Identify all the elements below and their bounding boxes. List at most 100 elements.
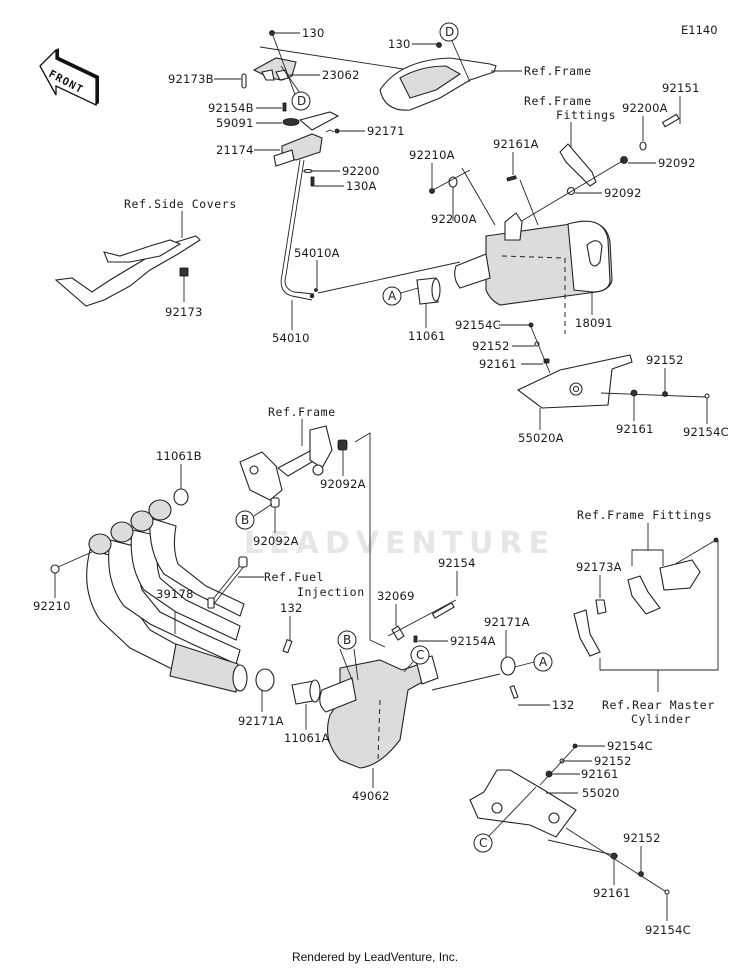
oxygen-sensor [207, 556, 248, 609]
label-92161-upper-right: 92161 [616, 422, 654, 436]
part-92092A-grommet-lower[interactable] [270, 497, 280, 508]
diagram-code: E1140 [681, 23, 718, 37]
label-92154C-lower-b: 92154C [645, 923, 691, 937]
label-92092-a: 92092 [658, 156, 696, 170]
label-92092A-upper: 92092A [320, 477, 366, 491]
label-92154C-lower-a: 92154C [607, 739, 653, 753]
callout-C-1 [410, 645, 430, 665]
label-92161-upper-left: 92161 [479, 357, 517, 371]
bolt-130-top [269, 30, 275, 36]
callout-D-2 [439, 22, 459, 42]
ref-fuel-injection-1: Ref.Fuel [264, 570, 324, 584]
label-92152-lower-b: 92152 [623, 831, 661, 845]
front-arrow-icon: FRONT [39, 48, 99, 107]
part-92171A-clamp-right[interactable] [500, 656, 516, 676]
part-21174-seat-lock[interactable] [273, 111, 340, 167]
part-92200A-washer-right[interactable] [639, 141, 647, 151]
part-92154B-screw[interactable] [282, 102, 287, 112]
label-130-frame: 130 [388, 37, 411, 51]
ref-frame-fittings-2: Fittings [556, 108, 616, 122]
part-92200A-washer-left[interactable] [448, 176, 458, 188]
part-92173-clip[interactable] [179, 267, 189, 277]
label-92154A: 92154A [450, 634, 496, 648]
footer-credit: Rendered by LeadVenture, Inc. [291, 950, 459, 964]
part-92151-bolt[interactable] [661, 113, 680, 128]
part-92154A-screw[interactable] [413, 635, 418, 643]
part-92210-nut[interactable] [50, 564, 60, 574]
label-54010: 54010 [272, 331, 310, 345]
part-49062-pre-chamber[interactable] [319, 655, 439, 769]
callout-D-1 [291, 91, 311, 111]
label-92154C-upper-right: 92154C [683, 425, 729, 439]
ref-rear-master-2: Cylinder [631, 712, 691, 726]
label-49062: 49062 [352, 789, 390, 803]
svg-text:A: A [388, 289, 397, 303]
part-92161A-stud[interactable] [506, 175, 517, 182]
part-92200-washer[interactable] [303, 168, 313, 174]
part-130A-bolt[interactable] [310, 176, 315, 187]
side-covers-reference [54, 235, 201, 307]
frame-top-reference [379, 57, 497, 111]
frame-mid-reference [239, 425, 333, 501]
label-32069: 32069 [377, 589, 415, 603]
callout-B-1 [235, 510, 255, 530]
label-92173B: 92173B [168, 72, 214, 86]
part-39178-header-pipe[interactable] [86, 499, 248, 693]
label-92161-lower-a: 92161 [581, 767, 619, 781]
label-92092-b: 92092 [604, 186, 642, 200]
part-92173A-clip[interactable] [595, 599, 607, 615]
part-92171A-clamp-left[interactable] [255, 668, 275, 692]
ref-rear-master-1: Ref.Rear Master [602, 698, 715, 712]
frame-fitting-bracket [559, 143, 597, 187]
part-92154-bolt[interactable] [431, 602, 455, 619]
part-55020-heat-guard[interactable] [469, 769, 577, 838]
label-92154B: 92154B [208, 101, 254, 115]
svg-text:D: D [445, 25, 454, 39]
part-92173B-pin[interactable] [241, 73, 247, 89]
label-130: 130 [302, 26, 325, 40]
label-92161A: 92161A [493, 137, 539, 151]
label-23062: 23062 [322, 68, 360, 82]
label-92200A-left: 92200A [431, 212, 477, 226]
callout-C-2 [473, 833, 493, 853]
label-92200: 92200 [342, 164, 380, 178]
label-92154: 92154 [438, 556, 476, 570]
watermark: LEADVENTURE [244, 526, 555, 561]
part-92092A-grommet-upper[interactable] [337, 439, 348, 451]
label-59091: 59091 [216, 116, 254, 130]
label-18091: 18091 [575, 316, 613, 330]
label-92173: 92173 [165, 305, 203, 319]
label-92173A: 92173A [576, 560, 622, 574]
bolt-130-frame [436, 42, 442, 48]
label-92210A: 92210A [409, 148, 455, 162]
part-23062-bracket[interactable] [252, 57, 297, 81]
label-132-left: 132 [280, 601, 303, 615]
label-92171A-left: 92171A [238, 714, 284, 728]
label-92210: 92210 [33, 599, 71, 613]
svg-text:B: B [241, 513, 249, 527]
part-92171-clip[interactable] [334, 128, 340, 134]
part-59091-spring[interactable] [282, 118, 300, 126]
svg-text:A: A [539, 655, 548, 669]
label-130A: 130A [346, 179, 377, 193]
rear-master-cylinder-reference [573, 609, 601, 657]
part-18091-muffler[interactable] [454, 212, 613, 306]
callout-B-2 [337, 630, 357, 650]
label-55020A: 55020A [518, 431, 564, 445]
ref-frame-fittings-1: Ref.Frame [524, 94, 592, 108]
label-92200A-right: 92200A [622, 101, 668, 115]
callout-A-1 [382, 286, 402, 306]
part-55020A-heat-guard[interactable] [516, 354, 633, 409]
part-32069-bracket[interactable] [391, 625, 405, 641]
label-55020: 55020 [582, 786, 620, 800]
label-92171: 92171 [367, 124, 405, 138]
svg-text:C: C [416, 648, 424, 662]
label-39178: 39178 [156, 587, 194, 601]
part-54010-cable[interactable] [280, 159, 313, 301]
label-11061B: 11061B [156, 449, 202, 463]
ref-frame-fittings-right: Ref.Frame Fittings [577, 508, 712, 522]
label-92152-upper-left: 92152 [472, 339, 510, 353]
svg-text:C: C [479, 836, 487, 850]
part-11061B-gasket[interactable] [173, 488, 189, 506]
